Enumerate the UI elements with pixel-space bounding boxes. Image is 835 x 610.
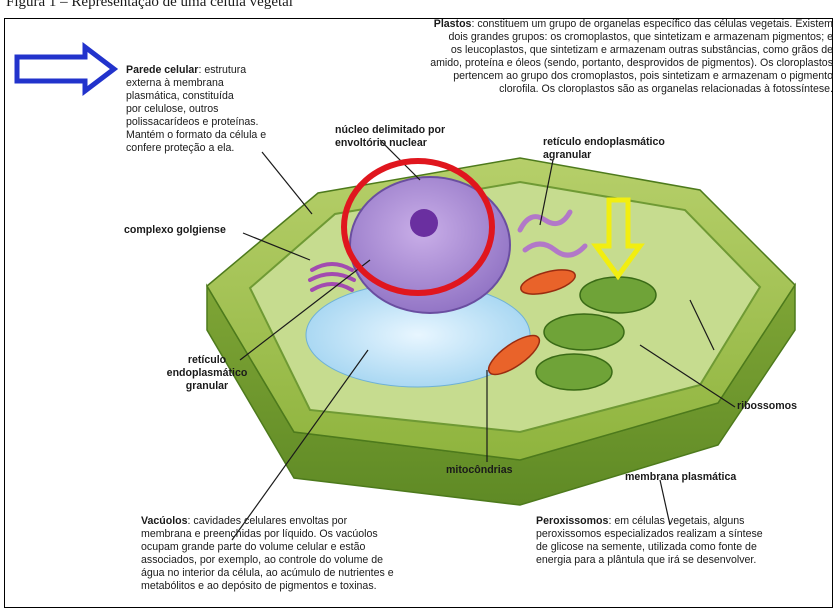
parede-line-5: Mantém o formato da célula e <box>126 129 266 141</box>
label-mitocondrias-text: mitocôndrias <box>446 464 513 476</box>
vacuolos-line-3: associados, por exemplo, ao controle do … <box>141 554 383 566</box>
parede-line-1: externa à membrana <box>126 77 224 89</box>
vacuolos-description: Vacúolos: cavidades celulares envoltas p… <box>141 515 471 593</box>
parede-line-3: por celulose, outros <box>126 103 218 115</box>
vacuolos-line-5: metabólitos e ao depósito de pigmentos e… <box>141 580 377 592</box>
label-nucleo-line-0: núcleo delimitado por <box>335 124 445 136</box>
peroxissomos-term: Peroxissomos <box>536 515 608 527</box>
blue-arrow-icon <box>17 47 114 91</box>
plastos-term: Plastos <box>434 18 472 30</box>
parede-line-4: polissacarídeos e proteínas. <box>126 116 259 128</box>
label-membrana-text: membrana plasmática <box>625 471 736 483</box>
label-ribossomos-text: ribossomos <box>737 400 797 412</box>
parede-term: Parede celular <box>126 64 198 76</box>
label-reticulo-agranular-line-0: retículo endoplasmático <box>543 136 665 148</box>
label-nucleo-line-1: envoltório nuclear <box>335 137 427 149</box>
label-golgi-text: complexo golgiense <box>124 224 226 236</box>
parede-description: Parede celular: estrutura externa à memb… <box>126 64 326 155</box>
label-mitocondrias: mitocôndrias <box>446 464 513 477</box>
nucleolus <box>410 209 438 237</box>
peroxissomos-line-3: energia para a plântula que irá se desen… <box>536 554 756 566</box>
label-ribossomos: ribossomos <box>737 400 797 413</box>
vacuolos-term: Vacúolos <box>141 515 188 527</box>
peroxissomos-line-1: peroxissomos especializados realizam a s… <box>536 528 763 540</box>
vacuolos-line-1: membrana e preenchidas por líquido. Os v… <box>141 528 378 540</box>
vacuolos-line-4: água no interior da célula, ao acúmulo d… <box>141 567 394 579</box>
label-reticulo-granular-line-1: endoplasmático <box>167 367 248 379</box>
plastos-line-3: amido, proteína e óleos (sendo, portanto… <box>430 57 833 69</box>
plastos-line-1: dois grandes grupos: os cromoplastos, qu… <box>448 31 833 43</box>
label-reticulo-agranular-line-1: agranular <box>543 149 591 161</box>
peroxissomos-description: Peroxissomos: em células vegetais, algun… <box>536 515 832 567</box>
plastos-description: Plastos: constituem um grupo de organela… <box>321 18 833 96</box>
parede-line-0: : estrutura <box>198 64 246 76</box>
plastos-line-2: os leucoplastos, que sintetizam e armaze… <box>451 44 833 56</box>
label-reticulo-granular-line-0: retículo <box>188 354 226 366</box>
parede-line-2: plasmática, constituída <box>126 90 234 102</box>
peroxissomos-line-0: : em células vegetais, alguns <box>608 515 744 527</box>
label-reticulo-granular: retículo endoplasmático granular <box>146 354 268 393</box>
label-membrana: membrana plasmática <box>625 471 736 484</box>
label-golgi: complexo golgiense <box>124 224 226 237</box>
plastos-line-0: : constituem um grupo de organelas espec… <box>471 18 833 30</box>
parede-line-6: confere proteção a ela. <box>126 142 234 154</box>
vacuolos-line-2: ocupam grande parte do volume celular e … <box>141 541 365 553</box>
vacuolos-line-0: : cavidades celulares envoltas por <box>188 515 348 527</box>
label-nucleo: núcleo delimitado por envoltório nuclear <box>335 124 445 150</box>
plastos-line-5: clorofila. Os cloroplastos são as organe… <box>499 83 833 95</box>
label-reticulo-granular-line-2: granular <box>186 380 228 392</box>
plastos-line-4: pertencem ao grupo dos cromoplastos, poi… <box>453 70 833 82</box>
peroxissomos-line-2: de glicose na semente, utilizada como fo… <box>536 541 757 553</box>
label-reticulo-agranular: retículo endoplasmático agranular <box>543 136 665 162</box>
